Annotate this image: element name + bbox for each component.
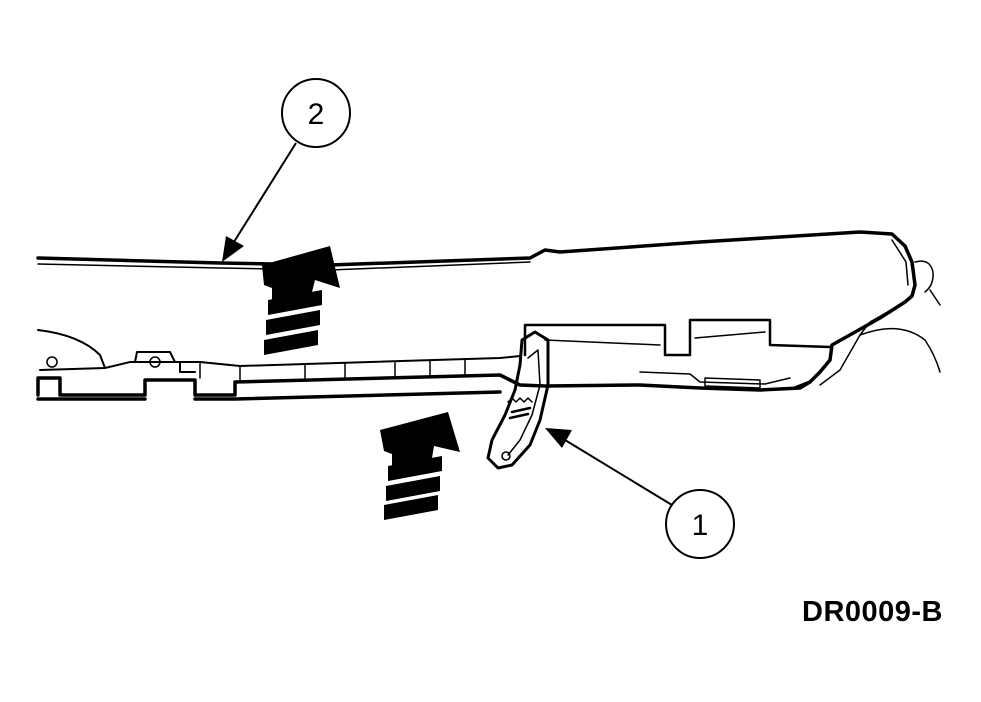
background-curve xyxy=(859,327,941,373)
direction-arrow-lower-head xyxy=(380,412,460,466)
mechanism-slot xyxy=(704,377,761,389)
direction-arrow-upper-dash-3 xyxy=(264,330,318,355)
direction-arrow-lower-dash-1 xyxy=(388,456,442,481)
callout-2-label: 2 xyxy=(308,98,325,131)
mechanism-housing xyxy=(523,318,832,357)
reference-code: DR0009-B xyxy=(802,596,943,628)
panel-right-end-inner xyxy=(891,239,909,286)
fastener-left-1 xyxy=(46,356,58,368)
left-tab-2 xyxy=(174,361,196,373)
left-tab-1 xyxy=(134,351,176,363)
direction-arrow-upper xyxy=(262,246,340,355)
handle-clip-marks xyxy=(508,406,532,420)
callout-1-circle xyxy=(665,489,735,559)
callout-1-leader xyxy=(564,439,673,506)
mechanism-housing-lower xyxy=(639,371,791,385)
handle-clip-outline xyxy=(486,330,550,470)
callout-2-circle xyxy=(281,78,351,148)
direction-arrow-upper-dash-2 xyxy=(266,310,320,335)
direction-arrow-upper-dash-1 xyxy=(268,290,322,315)
mechanism-housing-inner xyxy=(544,331,766,346)
callout-1-label: 1 xyxy=(692,509,709,542)
panel-bottom-edge xyxy=(36,373,812,397)
direction-arrow-upper-head xyxy=(262,246,340,300)
direction-arrow-lower-dash-3 xyxy=(384,495,438,520)
trim-panel xyxy=(36,230,941,401)
panel-bottom-edge-lower xyxy=(36,390,502,401)
panel-top-edge xyxy=(36,230,907,267)
panel-segment-lines xyxy=(199,359,466,383)
panel-right-inner-diagonal xyxy=(819,301,906,386)
handle-clip xyxy=(486,330,550,470)
panel-right-end xyxy=(793,244,917,390)
left-inner-curve xyxy=(37,329,106,369)
fastener-left-2 xyxy=(149,356,161,368)
panel-right-tail xyxy=(929,289,941,306)
callout-1: 1 xyxy=(545,428,735,559)
callout-2-arrowhead xyxy=(222,236,244,262)
handle-clip-inner xyxy=(507,349,541,456)
panel-right-curl xyxy=(914,260,934,293)
handle-clip-spring xyxy=(507,397,533,403)
callout-2-leader xyxy=(231,142,297,246)
direction-arrow-lower xyxy=(380,412,460,520)
callout-2: 2 xyxy=(222,78,351,262)
direction-arrow-lower-dash-2 xyxy=(386,476,440,501)
panel-inner-lip xyxy=(39,355,521,371)
handle-clip-pin xyxy=(501,451,511,461)
callout-1-arrowhead xyxy=(545,428,572,448)
